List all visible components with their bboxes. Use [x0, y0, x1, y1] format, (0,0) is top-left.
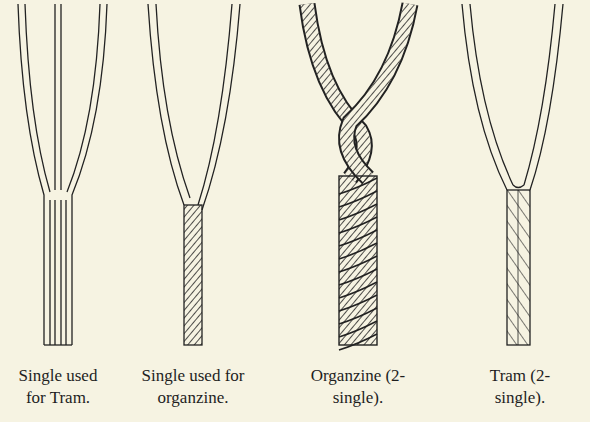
twist-ridge: [339, 282, 377, 298]
twist-ridge: [339, 321, 377, 337]
twist-ridge: [339, 308, 377, 324]
single-for-organzine: [148, 4, 240, 345]
twist-ridge: [339, 295, 377, 311]
twist-ridge: [339, 269, 377, 285]
twist-ridge: [339, 191, 377, 207]
caption: Single used for organzine.: [131, 365, 256, 409]
twist-ridge: [339, 178, 377, 194]
caption: Tram (2-single).: [475, 365, 565, 409]
twist-ridge: [339, 334, 377, 350]
twist-ridge: [339, 204, 377, 220]
tram-2-single: [462, 4, 563, 345]
caption: Single used for Tram.: [8, 365, 108, 409]
twist-ridge: [339, 230, 377, 246]
twist-ridge: [339, 217, 377, 233]
twist-ridge: [339, 256, 377, 272]
twist-ridge: [339, 243, 377, 259]
caption: Organzine (2-single).: [308, 365, 408, 409]
organzine-2-single: [307, 4, 410, 350]
single-for-tram: [18, 4, 107, 345]
